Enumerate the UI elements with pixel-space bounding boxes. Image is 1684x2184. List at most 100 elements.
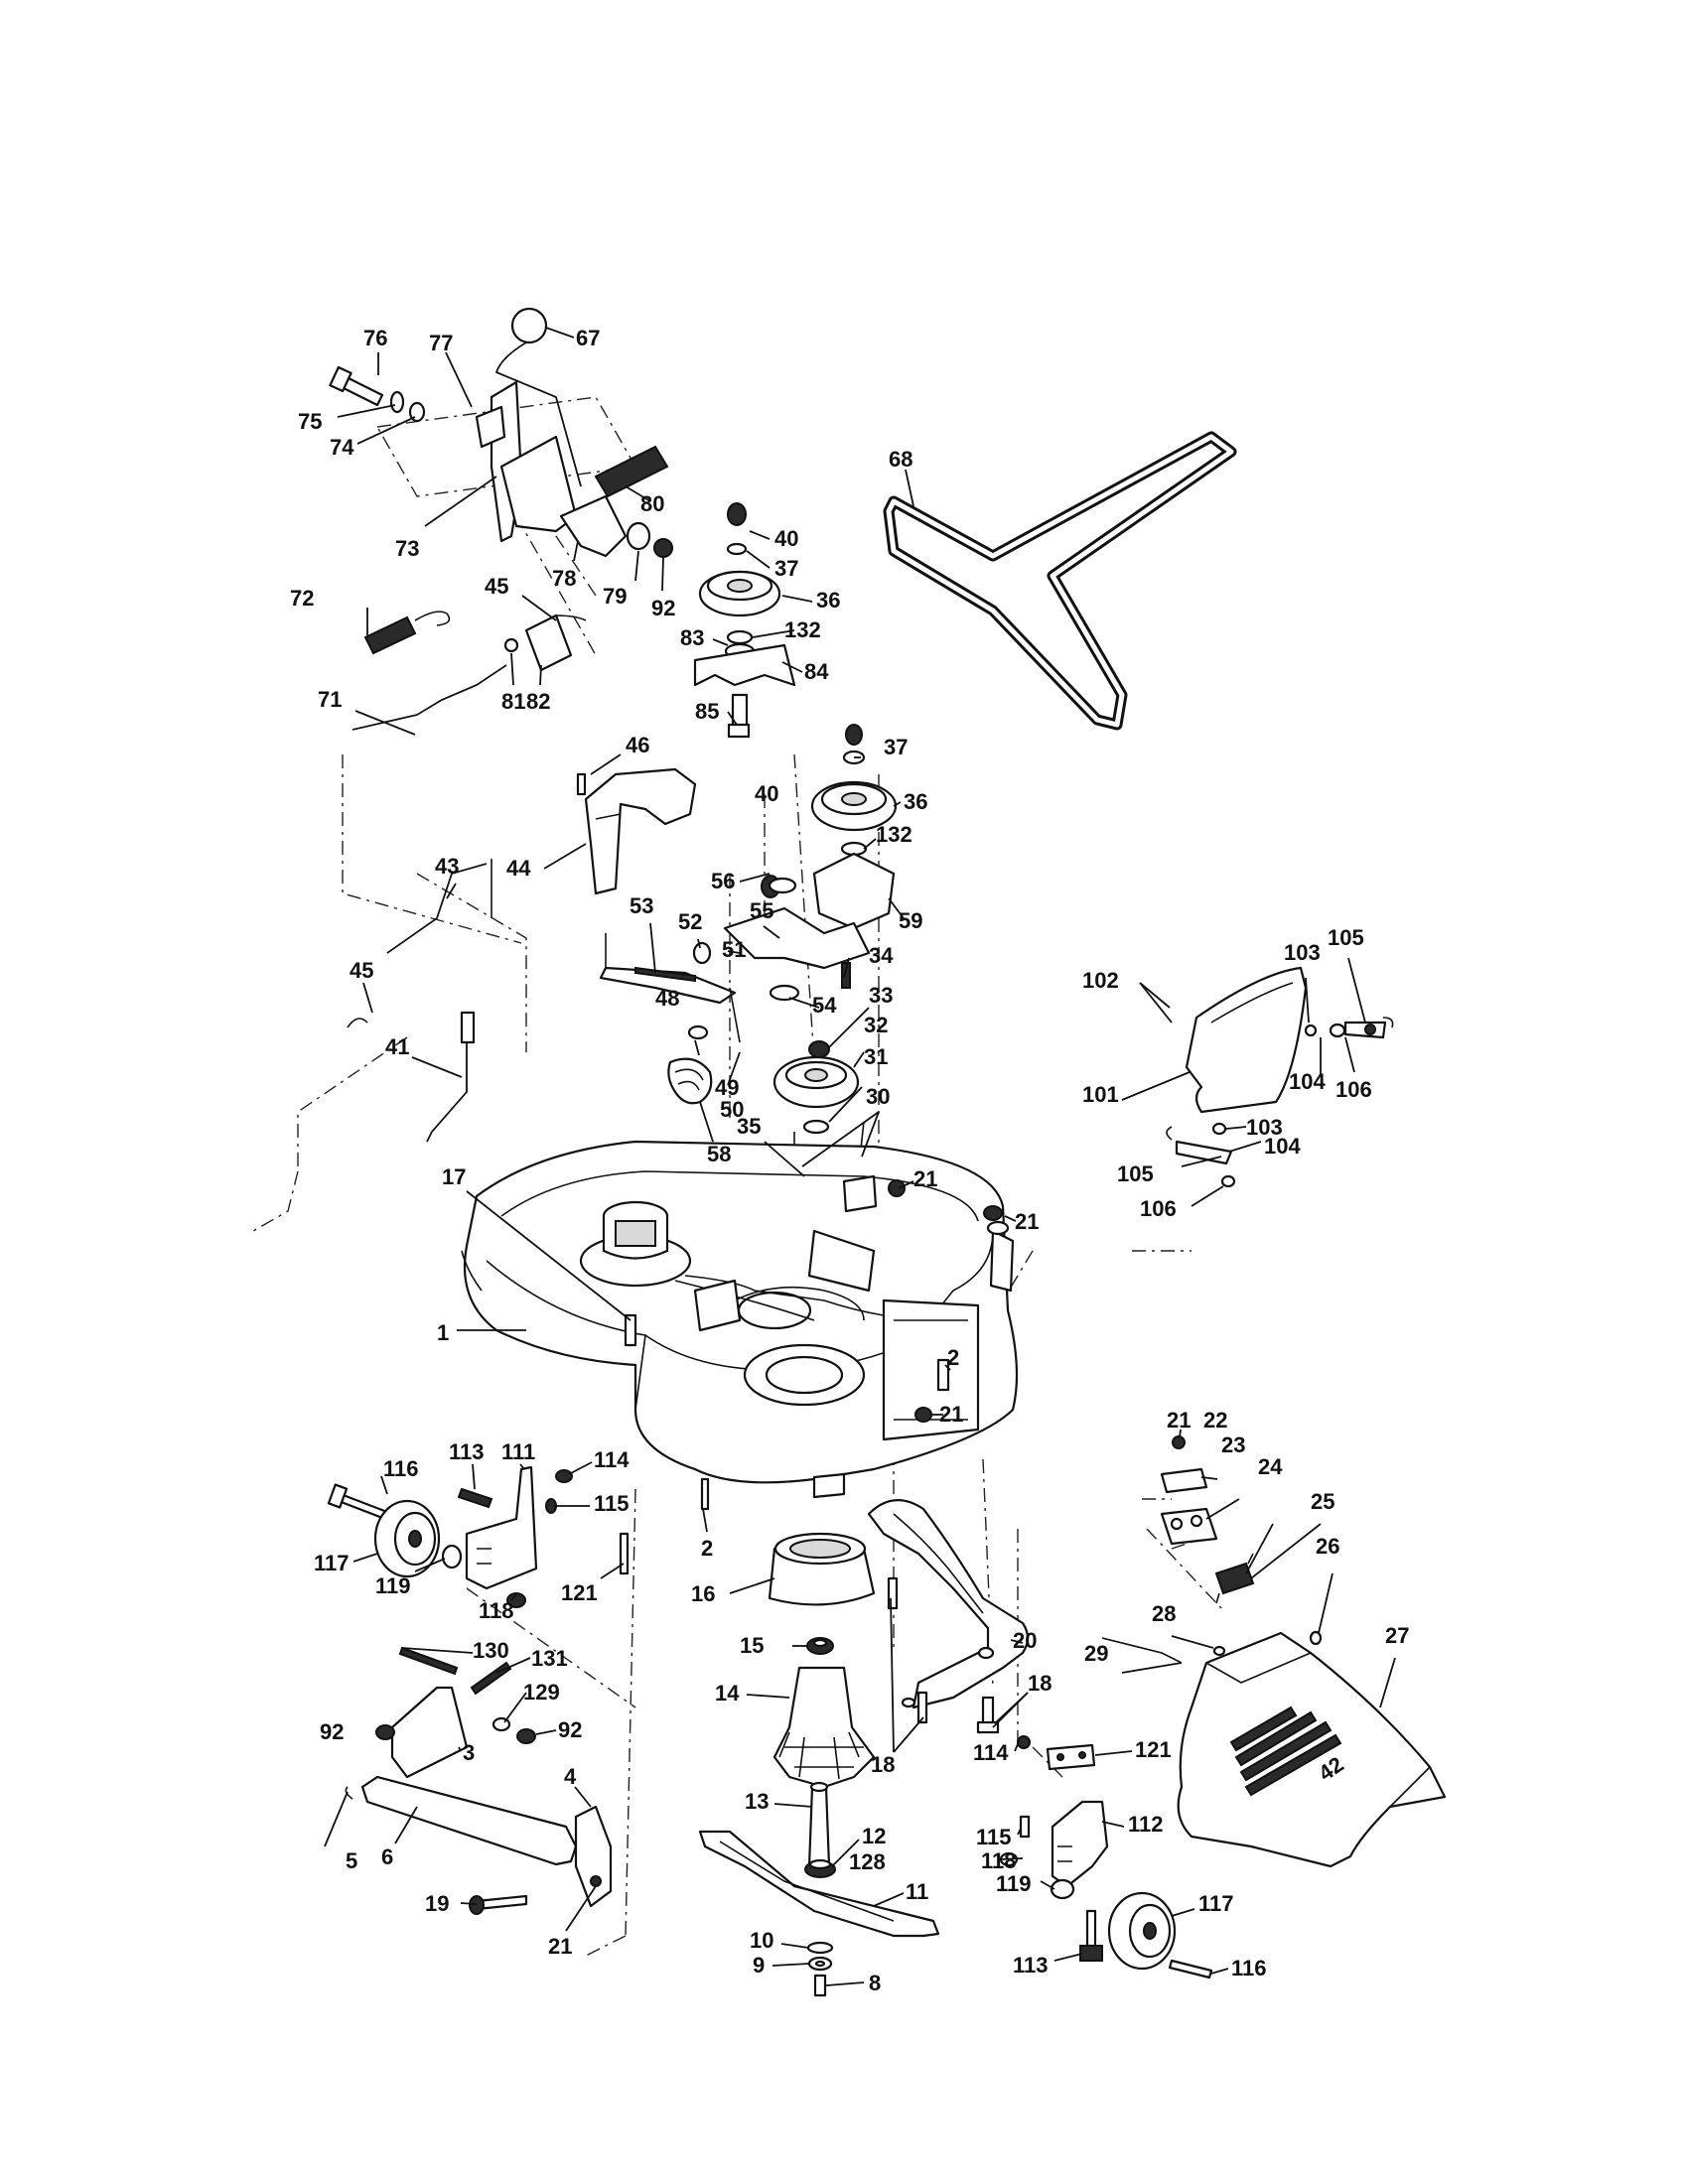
idler-pulley-upper — [693, 502, 796, 739]
callout-21: 21 — [939, 1402, 963, 1427]
hitch-bracket — [390, 1686, 469, 1779]
wheel-bracket-right — [1051, 1800, 1109, 1888]
pivot-washer — [626, 521, 651, 551]
callout-115: 115 — [594, 1491, 630, 1516]
callout-92: 92 — [651, 596, 675, 620]
callout-103: 103 — [1246, 1115, 1283, 1140]
idler-pulley-lower — [761, 724, 898, 930]
callout-3: 3 — [463, 1740, 475, 1765]
callout-82: 82 — [526, 689, 550, 714]
callout-56: 56 — [711, 869, 735, 893]
callout-18: 18 — [1028, 1671, 1052, 1696]
callout-5: 5 — [346, 1848, 357, 1873]
callout-53: 53 — [630, 893, 653, 918]
callout-76: 76 — [363, 326, 387, 350]
callout-114: 114 — [973, 1740, 1009, 1765]
callout-114: 114 — [594, 1447, 630, 1472]
callout-36: 36 — [904, 789, 927, 814]
callout-22: 22 — [1203, 1408, 1227, 1433]
callout-32: 32 — [864, 1013, 888, 1037]
callout-18: 18 — [871, 1752, 895, 1777]
callout-81: 81 — [501, 689, 525, 714]
discharge-shield: 42 — [1101, 1631, 1447, 1868]
callout-2: 2 — [947, 1345, 959, 1370]
callout-2: 2 — [701, 1536, 713, 1561]
callout-113: 113 — [449, 1439, 485, 1464]
callout-21: 21 — [1167, 1408, 1191, 1433]
lift-lever-assembly — [329, 307, 673, 558]
idler-arm-plate — [723, 906, 871, 970]
flat-washer — [408, 401, 426, 423]
spring-bracket — [524, 614, 573, 672]
callout-132: 132 — [784, 617, 821, 642]
callout-118: 118 — [479, 1598, 514, 1623]
handle-grip — [594, 445, 669, 498]
callout-73: 73 — [395, 536, 419, 561]
callout-116: 116 — [383, 1456, 419, 1481]
tension-bar — [599, 966, 737, 1005]
lock-nut — [653, 538, 673, 558]
callout-30: 30 — [866, 1084, 890, 1109]
callout-16: 16 — [691, 1581, 715, 1606]
callout-36: 36 — [816, 588, 840, 613]
callout-116: 116 — [1231, 1956, 1267, 1980]
callout-4: 4 — [564, 1764, 577, 1789]
callout-112: 112 — [1128, 1812, 1164, 1837]
callout-85: 85 — [695, 699, 719, 724]
callout-31: 31 — [864, 1044, 888, 1069]
callout-77: 77 — [429, 331, 453, 355]
callout-104: 104 — [1289, 1069, 1326, 1094]
spindle-body — [772, 1666, 876, 1789]
lever-knob — [510, 307, 548, 344]
callout-9: 9 — [753, 1953, 765, 1978]
callout-27: 27 — [1385, 1623, 1409, 1648]
callout-17: 17 — [442, 1164, 466, 1189]
callout-111: 111 — [501, 1439, 535, 1464]
callout-33: 33 — [869, 983, 893, 1008]
callout-74: 74 — [330, 435, 354, 460]
callout-28: 28 — [1152, 1601, 1176, 1626]
hinge-bracket — [1160, 1507, 1218, 1546]
callout-128: 128 — [849, 1849, 886, 1874]
callout-92: 92 — [320, 1719, 344, 1744]
callout-1: 1 — [437, 1320, 449, 1345]
callout-10: 10 — [750, 1928, 773, 1953]
callout-46: 46 — [626, 733, 649, 757]
callout-58: 58 — [707, 1142, 731, 1166]
callout-45: 45 — [350, 958, 373, 983]
callout-105: 105 — [1117, 1161, 1154, 1186]
callout-117: 117 — [1198, 1891, 1234, 1916]
callout-59: 59 — [899, 908, 922, 933]
callout-92: 92 — [558, 1717, 582, 1742]
blade-spindle-assembly — [698, 1532, 940, 1997]
callout-40: 40 — [755, 781, 778, 806]
callout-49: 49 — [715, 1075, 739, 1100]
callout-119: 119 — [996, 1871, 1032, 1896]
callout-83: 83 — [680, 625, 704, 650]
callout-50: 50 — [720, 1097, 744, 1122]
mower-deck-housing — [461, 1140, 1019, 1499]
hitch-plate — [574, 1805, 613, 1908]
callout-71: 71 — [318, 687, 342, 712]
mower-blade — [698, 1830, 940, 1938]
hitch-bar — [360, 1775, 578, 1866]
callout-118: 118 — [981, 1848, 1017, 1873]
front-left-wheel-assembly — [327, 1465, 630, 1608]
callout-13: 13 — [745, 1789, 769, 1814]
hinge-plate — [1160, 1467, 1208, 1494]
callout-55: 55 — [750, 898, 773, 923]
spindle-shaft — [807, 1785, 831, 1868]
callout-24: 24 — [1258, 1454, 1283, 1479]
callout-21: 21 — [913, 1166, 937, 1191]
callout-25: 25 — [1311, 1489, 1334, 1514]
callout-21: 21 — [1015, 1209, 1039, 1234]
callout-106: 106 — [1140, 1196, 1177, 1221]
deflector-hinge-assembly — [1160, 1435, 1323, 1646]
callout-121: 121 — [1135, 1737, 1172, 1762]
callout-14: 14 — [715, 1681, 740, 1706]
callout-80: 80 — [640, 491, 664, 516]
callout-52: 52 — [678, 909, 702, 934]
idler-arm — [723, 877, 871, 1197]
callout-104: 104 — [1264, 1134, 1301, 1159]
